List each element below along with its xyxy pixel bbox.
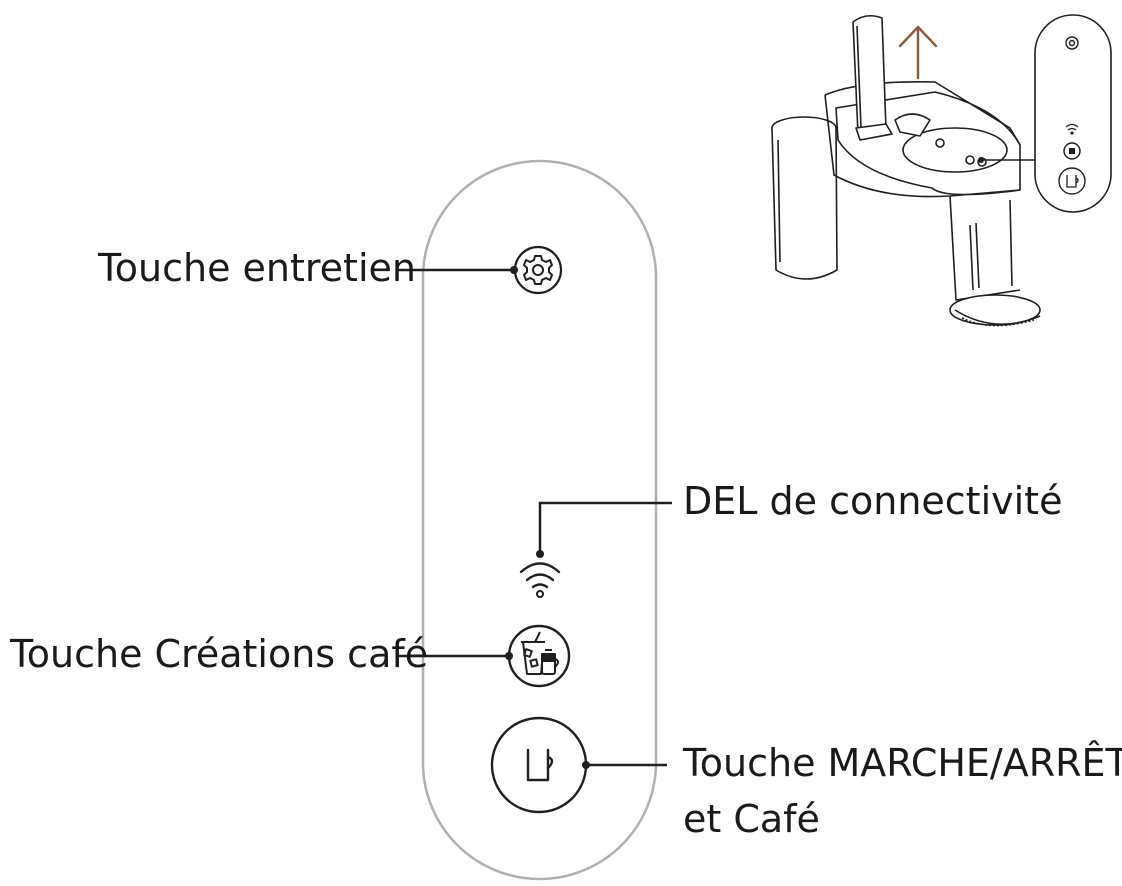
label-power-button-line1: Touche MARCHE/ARRÊT <box>683 741 1122 785</box>
machine-body <box>824 80 1021 301</box>
power-button[interactable] <box>490 716 588 814</box>
mini-power-button <box>1058 167 1086 195</box>
leader-dot-power <box>582 761 590 769</box>
mug-icon <box>526 748 554 782</box>
creations-button[interactable] <box>507 624 571 688</box>
lid-handle <box>852 14 893 141</box>
mini-gear-icon <box>1065 36 1079 50</box>
maintenance-button[interactable] <box>513 245 563 295</box>
label-connectivity-led: DEL de connectivité <box>683 479 1063 523</box>
mini-control-panel <box>1034 14 1112 213</box>
leader-dot-maintenance <box>510 266 518 274</box>
leader-dot-creations <box>505 652 513 660</box>
drip-tray <box>949 294 1041 327</box>
arrow-up-icon <box>898 25 938 80</box>
leader-line-connectivity <box>538 501 672 554</box>
control-panel <box>421 159 658 881</box>
label-creations-button: Touche Créations café <box>10 632 429 676</box>
machine-illustration <box>771 14 1041 327</box>
wifi-icon <box>519 562 561 598</box>
leader-dot-connectivity <box>536 550 544 558</box>
gear-icon <box>523 255 553 285</box>
mini-wifi-icon <box>1065 123 1079 135</box>
iced-coffee-cup-icon <box>521 631 559 675</box>
water-tank <box>771 116 838 280</box>
label-power-button-line2: et Café <box>683 797 820 841</box>
label-maintenance-button: Touche entretien <box>98 246 416 290</box>
leader-dot-mini <box>978 157 984 163</box>
